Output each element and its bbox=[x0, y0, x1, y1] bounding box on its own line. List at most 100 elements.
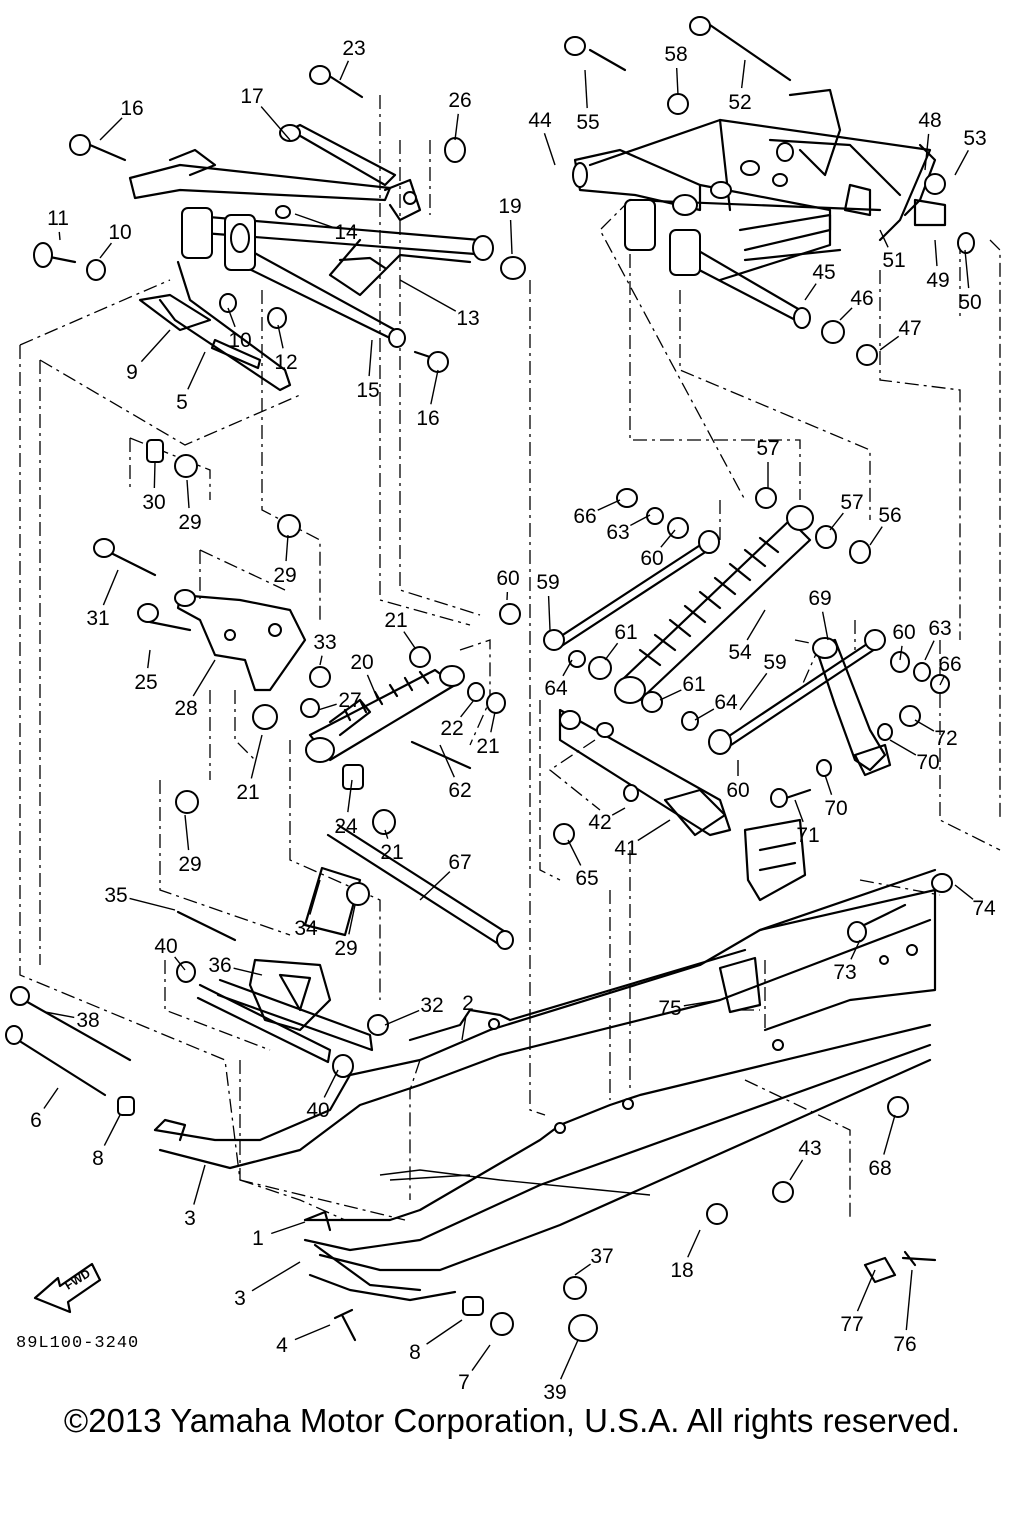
callout-number: 61 bbox=[682, 673, 705, 696]
front-shock-absorber bbox=[174, 589, 465, 763]
callout-leader bbox=[419, 871, 451, 901]
callout-leader bbox=[740, 59, 746, 89]
callout-number: 45 bbox=[812, 261, 835, 284]
fwd-arrow: FWD bbox=[33, 1262, 102, 1314]
callout-number: 61 bbox=[614, 621, 637, 644]
callout-leader bbox=[294, 1324, 331, 1341]
callout-number: 47 bbox=[898, 317, 921, 340]
callout-leader bbox=[461, 1016, 467, 1041]
callout-number: 21 bbox=[384, 609, 407, 632]
callout-number: 5 bbox=[176, 391, 188, 414]
callout-number: 63 bbox=[928, 617, 951, 640]
callout-number: 31 bbox=[86, 607, 109, 630]
callout-leader bbox=[659, 689, 682, 701]
callout-leader bbox=[174, 956, 186, 971]
callout-leader bbox=[430, 369, 439, 405]
callout-number: 41 bbox=[614, 837, 637, 860]
callout-leader bbox=[829, 512, 844, 531]
callout-number: 14 bbox=[334, 221, 358, 244]
callout-number: 35 bbox=[104, 884, 127, 907]
copyright-notice: ©2013 Yamaha Motor Corporation, U.S.A. A… bbox=[63, 1402, 961, 1439]
callout-leader bbox=[184, 814, 190, 851]
callout-number: 2 bbox=[462, 992, 474, 1015]
callout-leader bbox=[102, 569, 119, 606]
callout-number: 59 bbox=[536, 571, 559, 594]
callout-leader bbox=[789, 1159, 804, 1181]
callout-leader bbox=[227, 307, 236, 328]
callout-leader bbox=[186, 479, 190, 509]
callout-leader bbox=[460, 699, 475, 718]
callout-number: 63 bbox=[606, 521, 629, 544]
callout-number: 21 bbox=[380, 841, 403, 864]
callout-leader bbox=[277, 324, 284, 349]
callout-leader bbox=[187, 351, 206, 390]
callout-number: 74 bbox=[972, 897, 996, 920]
callout-number: 38 bbox=[76, 1009, 99, 1032]
callout-number: 33 bbox=[313, 631, 336, 654]
callout-leader bbox=[454, 113, 459, 141]
callout-number: 55 bbox=[576, 111, 599, 134]
callout-number: 73 bbox=[833, 961, 856, 984]
rear-shock-absorber bbox=[558, 505, 892, 837]
callout-number: 60 bbox=[726, 779, 749, 802]
callout-leader bbox=[509, 219, 513, 255]
callout-leader bbox=[129, 897, 176, 911]
callout-leader bbox=[739, 672, 768, 711]
callout-number: 20 bbox=[350, 651, 373, 674]
callout-number: 40 bbox=[154, 935, 177, 958]
callout-leader bbox=[347, 779, 353, 813]
callout-leader bbox=[384, 829, 389, 839]
callout-number: 24 bbox=[334, 815, 358, 838]
callout-leader bbox=[309, 879, 321, 915]
assembly-lines bbox=[19, 95, 1001, 1221]
callout-number: 62 bbox=[448, 779, 471, 802]
callout-number: 60 bbox=[496, 567, 519, 590]
callout-number: 58 bbox=[664, 43, 687, 66]
callout-leader bbox=[869, 526, 883, 546]
callout-number: 72 bbox=[934, 727, 957, 750]
callout-number: 69 bbox=[808, 587, 831, 610]
callout-leader bbox=[683, 999, 721, 1007]
callout-leader bbox=[939, 676, 945, 686]
callout-number: 51 bbox=[882, 249, 905, 272]
callout-number: 8 bbox=[409, 1341, 421, 1364]
callout-number: 9 bbox=[126, 361, 138, 384]
callout-number: 40 bbox=[306, 1099, 329, 1122]
callout-number: 4 bbox=[276, 1334, 288, 1357]
callout-leader bbox=[99, 242, 113, 259]
callout-leader bbox=[637, 819, 671, 842]
callout-number: 44 bbox=[528, 109, 552, 132]
callout-leader bbox=[99, 117, 123, 141]
callout-leader bbox=[611, 807, 626, 816]
rods-and-bolts bbox=[8, 23, 907, 1097]
callout-number: 64 bbox=[544, 677, 568, 700]
callout-leader bbox=[597, 499, 621, 511]
callout-number: 27 bbox=[338, 689, 361, 712]
callout-leader bbox=[140, 329, 171, 363]
callout-leader bbox=[604, 642, 619, 661]
callout-leader bbox=[251, 1261, 301, 1292]
callout-number: 71 bbox=[796, 824, 819, 847]
slide-rails bbox=[153, 818, 937, 1302]
callout-number: 10 bbox=[108, 221, 131, 244]
callout-number: 77 bbox=[840, 1313, 863, 1336]
callout-leader bbox=[543, 133, 556, 166]
callout-leader bbox=[879, 335, 900, 351]
callout-leader bbox=[547, 595, 551, 631]
callout-leader bbox=[934, 239, 938, 267]
rear-suspension-arm bbox=[572, 88, 947, 329]
callout-number: 70 bbox=[916, 751, 939, 774]
callout-leader bbox=[319, 655, 323, 666]
callout-number: 3 bbox=[234, 1287, 246, 1310]
callout-leader bbox=[964, 249, 970, 289]
callout-leader bbox=[899, 645, 903, 661]
callout-number: 57 bbox=[756, 437, 779, 460]
callout-number: 64 bbox=[714, 691, 738, 714]
callout-number: 68 bbox=[868, 1157, 891, 1180]
figure-code: 89L100-3240 bbox=[16, 1334, 140, 1353]
part-number-callouts: 1233456788910101112131415161617181920212… bbox=[30, 37, 996, 1404]
callout-leader bbox=[675, 67, 679, 96]
callout-number: 19 bbox=[498, 195, 521, 218]
callout-number: 25 bbox=[134, 671, 157, 694]
callout-leader bbox=[260, 106, 291, 141]
